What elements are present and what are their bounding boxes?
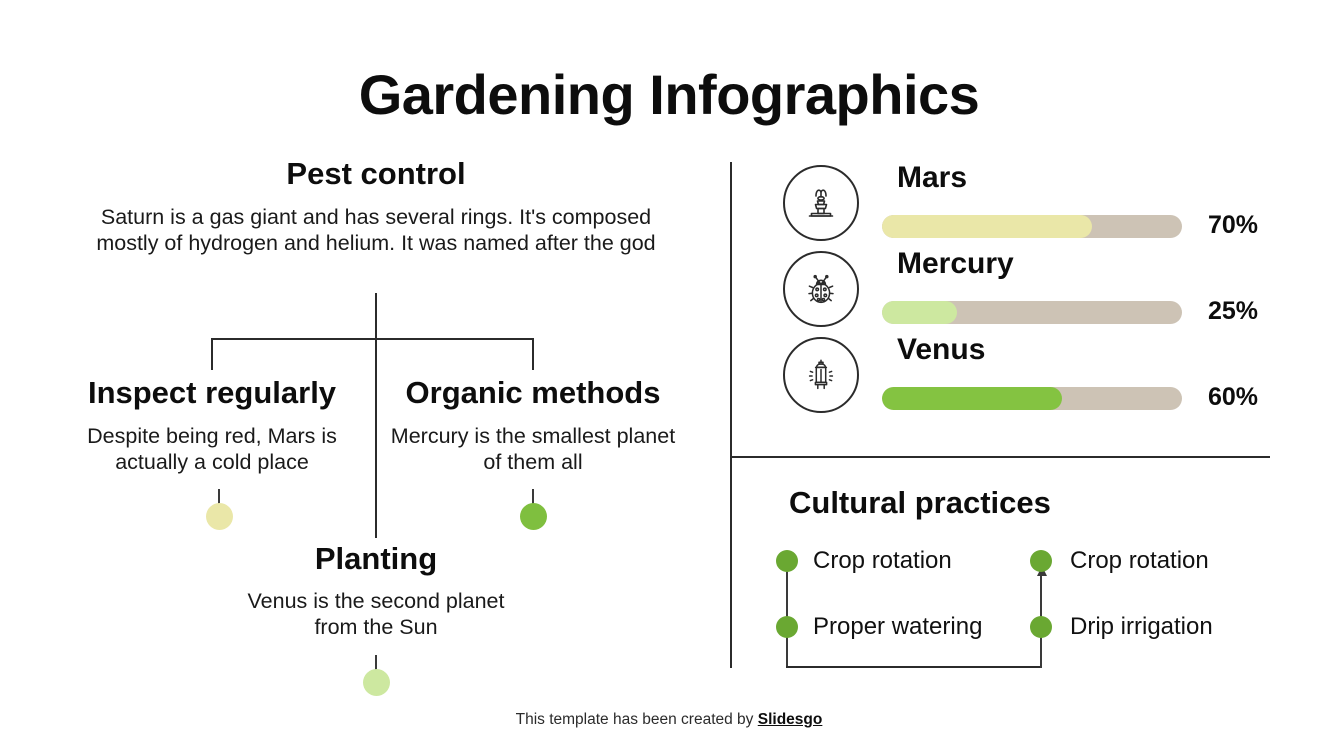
progress-fill-mercury — [882, 301, 957, 324]
cultural-label-0: Crop rotation — [813, 547, 952, 574]
panel-horizontal-divider — [730, 456, 1270, 458]
progress-track-mars — [882, 215, 1182, 238]
tree-connector-bar — [212, 338, 534, 340]
cultural-label-3: Drip irrigation — [1070, 613, 1213, 640]
tree-dot-0 — [206, 503, 233, 530]
tree-branch-body-1: Mercury is the smallest planet of them a… — [390, 424, 676, 475]
tree-branch-body-2: Venus is the second planet from the Sun — [247, 589, 505, 640]
tree-connector-left — [211, 338, 213, 370]
cultural-label-1: Crop rotation — [1070, 547, 1209, 574]
footer-credit: This template has been created by Slides… — [0, 711, 1338, 729]
footer-text: This template has been created by — [515, 711, 758, 728]
page-title: Gardening Infographics — [358, 63, 980, 126]
tree-branch-heading-2: Planting — [314, 541, 438, 576]
cultural-dot-0 — [776, 550, 798, 572]
tree-root-body: Saturn is a gas giant and has several ri… — [96, 205, 656, 256]
progress-row-mercury: Mercury 25% — [783, 247, 1283, 337]
tree-root-heading: Pest control — [286, 156, 466, 191]
tree-dot-stem-0 — [218, 489, 220, 511]
cultural-practices-heading: Cultural practices — [789, 485, 1051, 520]
progress-fill-mars — [882, 215, 1092, 238]
tree-branch-heading-1: Organic methods — [405, 375, 661, 410]
progress-track-venus — [882, 387, 1182, 410]
progress-row-mars: Mars 70% — [783, 161, 1283, 251]
tree-connector-right — [532, 338, 534, 370]
progress-track-mercury — [882, 301, 1182, 324]
progress-percent-mercury: 25% — [1208, 297, 1259, 325]
cultural-dot-3 — [1030, 616, 1052, 638]
fountain-icon — [783, 165, 859, 241]
progress-label-venus: Venus — [897, 333, 986, 366]
tree-connector-center — [375, 338, 377, 538]
progress-percent-venus: 60% — [1208, 383, 1259, 411]
panel-vertical-divider — [730, 162, 732, 668]
tree-branch-body-0: Despite being red, Mars is actually a co… — [87, 424, 337, 475]
tree-connector-stem — [375, 293, 377, 339]
progress-percent-mars: 70% — [1208, 211, 1259, 239]
progress-row-venus: Venus 60% — [783, 333, 1283, 423]
tree-dot-1 — [520, 503, 547, 530]
progress-label-mars: Mars — [897, 161, 968, 194]
cultural-connector-bottom — [786, 666, 1042, 668]
cultural-label-2: Proper watering — [813, 613, 983, 640]
cultural-dot-2 — [776, 616, 798, 638]
progress-fill-venus — [882, 387, 1062, 410]
tree-dot-2 — [363, 669, 390, 696]
progress-label-mercury: Mercury — [897, 247, 1014, 280]
cultural-connector-left-vertical — [786, 561, 788, 668]
ladybug-icon — [783, 251, 859, 327]
tree-branch-heading-0: Inspect regularly — [87, 375, 337, 410]
lantern-icon — [783, 337, 859, 413]
cultural-dot-1 — [1030, 550, 1052, 572]
tree-dot-stem-1 — [532, 489, 534, 511]
footer-brand-link[interactable]: Slidesgo — [757, 711, 823, 728]
tree-dot-stem-2 — [375, 655, 377, 677]
